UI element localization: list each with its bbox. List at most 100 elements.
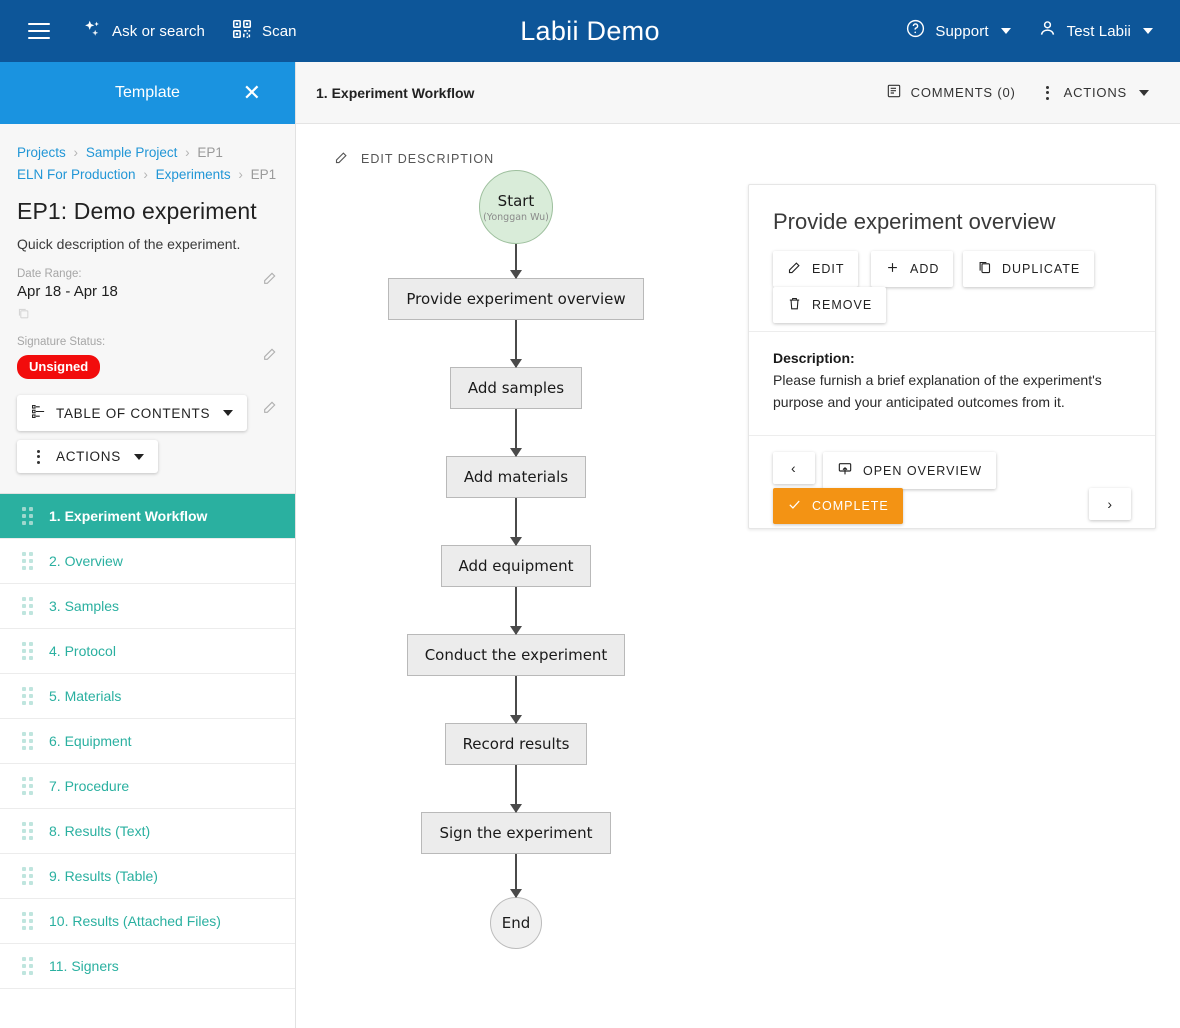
flow-node-sign-the-experiment[interactable]: Sign the experiment	[421, 812, 611, 854]
date-range-value: Apr 18 - Apr 18	[17, 283, 118, 300]
breadcrumb-current-ep1: EP1	[250, 167, 277, 182]
flow-node-add-materials[interactable]: Add materials	[445, 456, 587, 498]
main-actions-label: ACTIONS	[1063, 85, 1127, 100]
drag-handle-icon[interactable]	[22, 822, 33, 840]
flow-node-add-samples[interactable]: Add samples	[449, 367, 583, 409]
drag-handle-icon[interactable]	[22, 957, 33, 975]
drag-handle-icon[interactable]	[22, 597, 33, 615]
flow-arrow	[515, 409, 517, 456]
duplicate-button[interactable]: DUPLICATE	[963, 251, 1095, 287]
duplicate-label: DUPLICATE	[1002, 262, 1081, 276]
flow-arrow	[515, 244, 517, 278]
sidebar-item-signers[interactable]: 11. Signers	[0, 944, 295, 989]
sidebar-item-label: 6. Equipment	[49, 733, 132, 749]
plus-icon	[885, 260, 900, 278]
chevron-down-icon	[1143, 28, 1153, 34]
sidebar-item-results-attached-files[interactable]: 10. Results (Attached Files)	[0, 899, 295, 944]
remove-button[interactable]: REMOVE	[773, 287, 887, 323]
edit-title-button[interactable]	[262, 270, 278, 291]
close-icon[interactable]: ✕	[242, 80, 261, 105]
breadcrumb-row-2: ELN For Production › Experiments › EP1	[17, 164, 278, 186]
drag-handle-icon[interactable]	[22, 867, 33, 885]
flow-node-start-label: Start	[497, 191, 535, 210]
appbar-right-group: Support Test Labii	[892, 0, 1166, 62]
section-list: 1. Experiment Workflow 2. Overview 3. Sa…	[0, 494, 295, 989]
kebab-menu-icon	[1040, 85, 1055, 100]
flow-arrow	[515, 854, 517, 897]
breadcrumb-experiments[interactable]: Experiments	[155, 167, 231, 182]
flow-arrow	[515, 676, 517, 723]
copy-icon[interactable]	[17, 307, 30, 320]
date-range-label: Date Range:	[17, 268, 82, 280]
edit-date-range-button[interactable]	[262, 399, 278, 420]
flow-arrow	[515, 587, 517, 634]
left-actions-button[interactable]: ACTIONS	[17, 440, 158, 473]
comments-button[interactable]: COMMENTS (0)	[877, 76, 1025, 109]
breadcrumb-separator: ›	[143, 167, 148, 182]
drag-handle-icon[interactable]	[22, 912, 33, 930]
sidebar-item-overview[interactable]: 2. Overview	[0, 539, 295, 584]
table-of-contents-button[interactable]: TABLE OF CONTENTS	[17, 395, 248, 431]
main-actions-button[interactable]: ACTIONS	[1031, 78, 1158, 107]
breadcrumb-current-ep1: EP1	[197, 145, 223, 160]
table-of-contents-label: TABLE OF CONTENTS	[56, 405, 211, 421]
edit-button[interactable]: EDIT	[773, 251, 859, 287]
flow-node-end[interactable]: End	[490, 897, 542, 949]
step-detail-button-row: EDIT ADD DUPLICATE	[773, 251, 1131, 323]
breadcrumb-projects[interactable]: Projects	[17, 145, 66, 160]
sidebar-item-procedure[interactable]: 7. Procedure	[0, 764, 295, 809]
drag-handle-icon[interactable]	[22, 732, 33, 750]
sidebar-item-experiment-workflow[interactable]: 1. Experiment Workflow	[0, 494, 295, 539]
left-actions-label: ACTIONS	[56, 449, 121, 464]
sidebar-item-materials[interactable]: 5. Materials	[0, 674, 295, 719]
chevron-down-icon	[1139, 89, 1149, 96]
menu-button[interactable]	[0, 0, 68, 62]
next-step-button[interactable]: ›	[1089, 488, 1131, 520]
flow-arrow	[515, 498, 517, 545]
pencil-icon	[262, 346, 278, 362]
signature-status-label: Signature Status:	[17, 336, 106, 348]
drag-handle-icon[interactable]	[22, 642, 33, 660]
drag-handle-icon[interactable]	[22, 507, 33, 525]
flow-node-add-equipment[interactable]: Add equipment	[440, 545, 592, 587]
edit-description-label: EDIT DESCRIPTION	[361, 152, 495, 166]
complete-button[interactable]: COMPLETE	[773, 488, 903, 524]
sidebar-item-equipment[interactable]: 6. Equipment	[0, 719, 295, 764]
drag-handle-icon[interactable]	[22, 777, 33, 795]
breadcrumb-eln-for-production[interactable]: ELN For Production	[17, 167, 136, 182]
scan-button[interactable]: Scan	[218, 0, 310, 62]
comment-icon	[886, 83, 902, 102]
ask-or-search-button[interactable]: Ask or search	[68, 0, 218, 62]
edit-description-button[interactable]	[262, 346, 278, 367]
support-menu[interactable]: Support	[892, 0, 1023, 62]
add-button[interactable]: ADD	[871, 251, 954, 287]
sidebar-item-label: 3. Samples	[49, 598, 120, 614]
sidebar-item-protocol[interactable]: 4. Protocol	[0, 629, 295, 674]
pencil-icon	[787, 260, 802, 278]
scan-label: Scan	[262, 22, 297, 40]
drag-handle-icon[interactable]	[22, 687, 33, 705]
breadcrumb-sample-project[interactable]: Sample Project	[85, 145, 178, 160]
flow-node-provide-experiment-overview[interactable]: Provide experiment overview	[388, 278, 644, 320]
user-menu[interactable]: Test Labii	[1024, 0, 1166, 62]
flow-node-conduct-the-experiment[interactable]: Conduct the experiment	[406, 634, 626, 676]
experiment-workflow-flowchart: Start (Yonggan Wu) Provide experiment ov…	[296, 170, 736, 949]
sidebar-item-label: 10. Results (Attached Files)	[49, 913, 221, 929]
sidebar-item-samples[interactable]: 3. Samples	[0, 584, 295, 629]
experiment-description: Quick description of the experiment.	[17, 236, 241, 252]
drag-handle-icon[interactable]	[22, 552, 33, 570]
user-label: Test Labii	[1066, 22, 1131, 40]
flow-node-record-results[interactable]: Record results	[444, 723, 588, 765]
previous-step-button[interactable]: ‹	[773, 452, 815, 484]
edit-description-action[interactable]: EDIT DESCRIPTION	[334, 150, 494, 168]
comments-label: COMMENTS (0)	[910, 85, 1016, 100]
sidebar-item-results-text[interactable]: 8. Results (Text)	[0, 809, 295, 854]
sidebar-item-results-table[interactable]: 9. Results (Table)	[0, 854, 295, 899]
flow-node-start[interactable]: Start (Yonggan Wu)	[479, 170, 553, 244]
description-label: Description:	[773, 350, 855, 366]
breadcrumb-separator: ›	[238, 167, 243, 182]
status-badge: Unsigned	[17, 355, 101, 379]
open-overview-button[interactable]: OPEN OVERVIEW	[823, 452, 997, 489]
pencil-icon	[334, 150, 349, 168]
flow-node-start-sublabel: (Yonggan Wu)	[483, 211, 549, 223]
